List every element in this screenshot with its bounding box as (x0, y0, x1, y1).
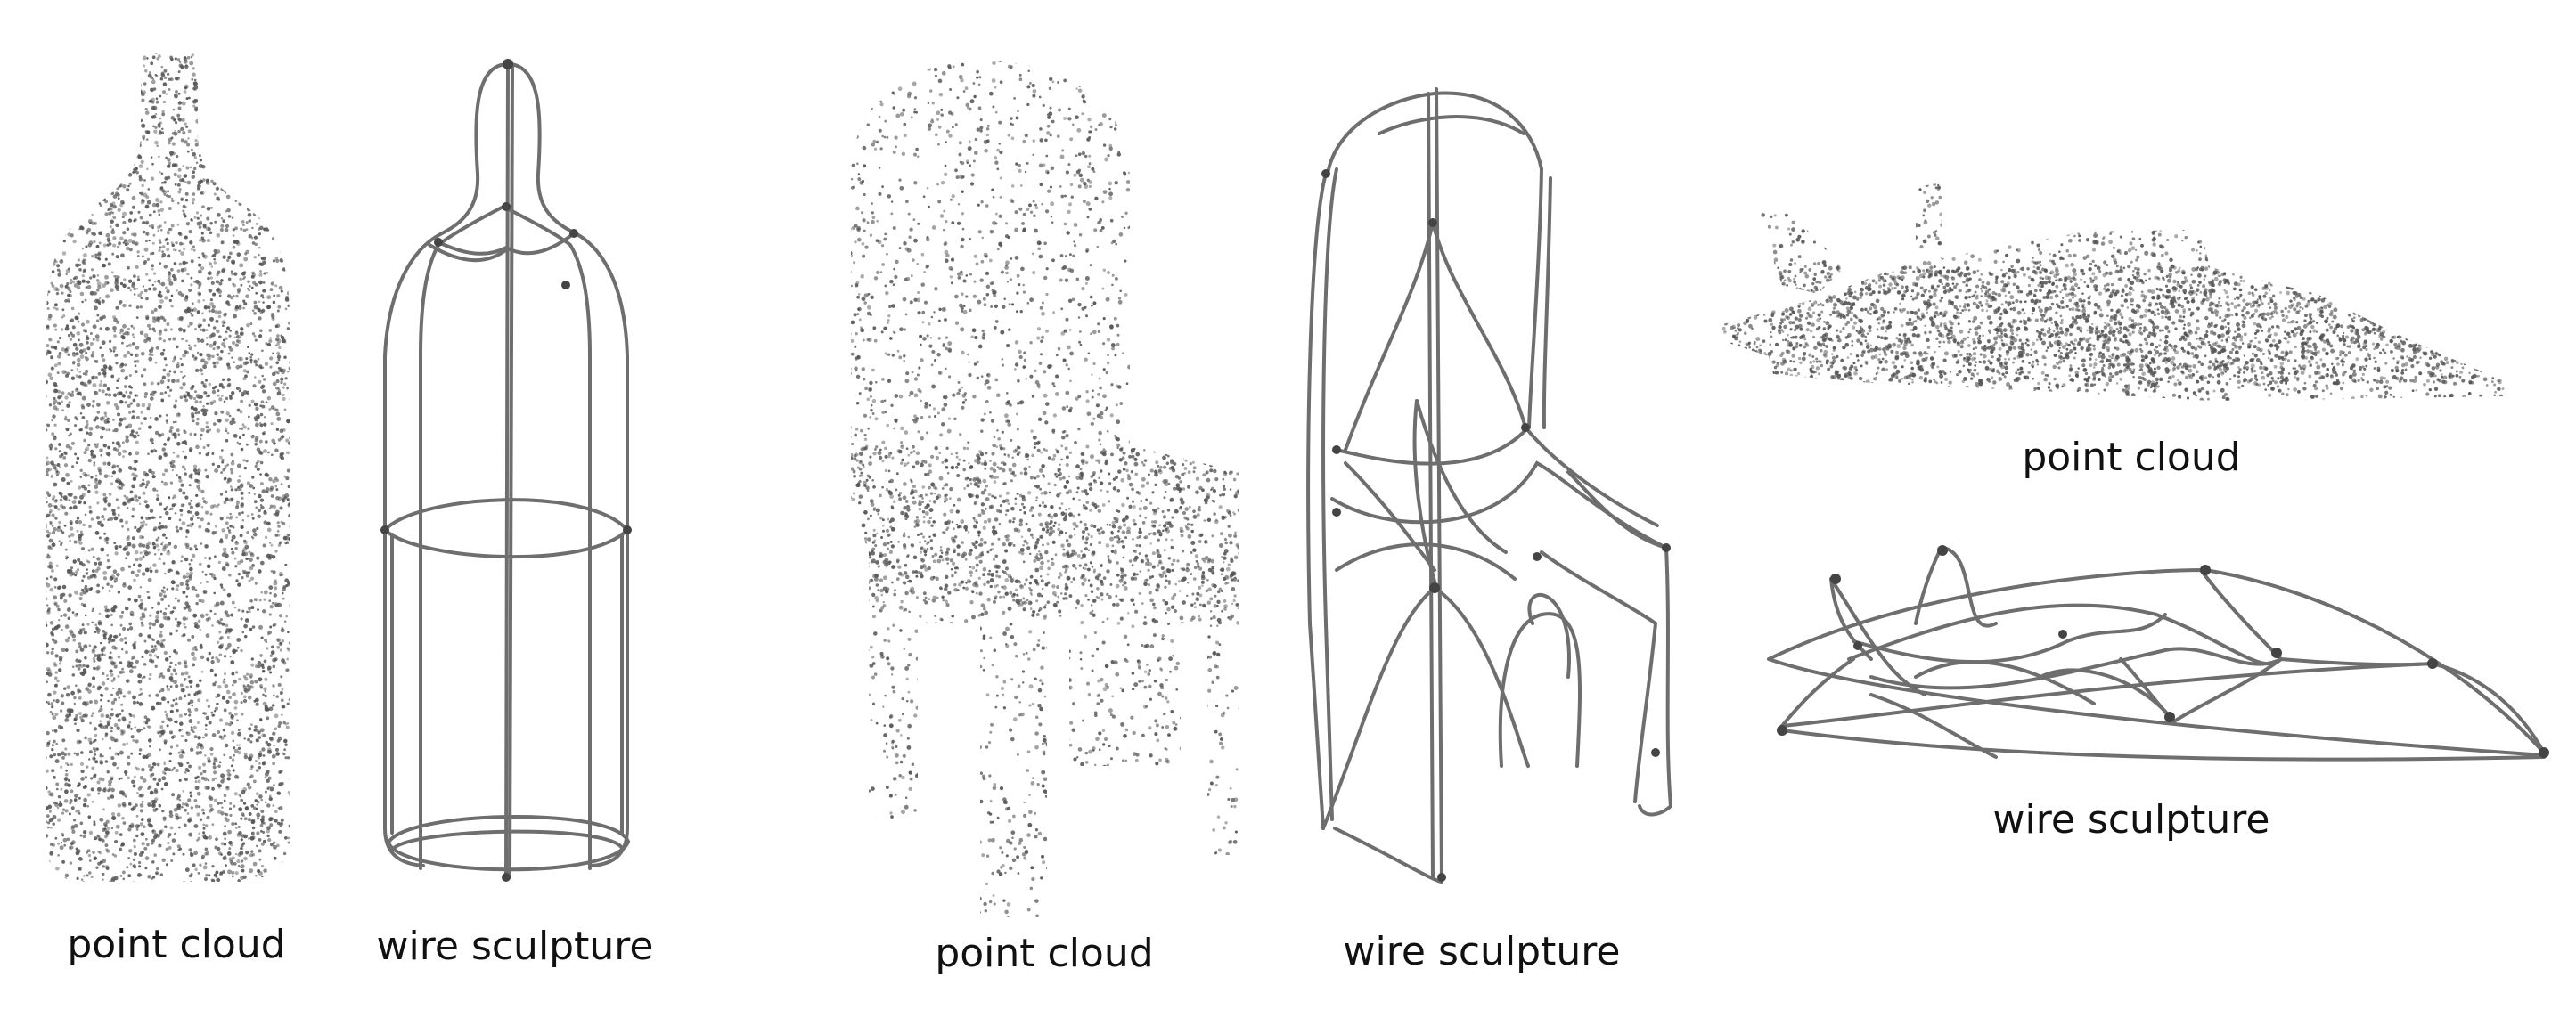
bottle-wire-sculpture (380, 59, 632, 882)
chair-wire-sculpture (1306, 87, 1672, 884)
caption-airplane-point-cloud: point cloud (2022, 435, 2240, 480)
airplane-point-cloud (1720, 183, 2508, 401)
caption-chair-point-cloud: point cloud (935, 931, 1153, 976)
airplane-wire-sculpture (1767, 545, 2549, 762)
caption-bottle-point-cloud: point cloud (67, 922, 285, 967)
chair-point-cloud (851, 61, 1239, 917)
bottle-point-cloud (46, 53, 290, 882)
caption-bottle-wire-sculpture: wire sculpture (377, 924, 654, 969)
caption-airplane-wire-sculpture: wire sculpture (1993, 797, 2270, 843)
caption-chair-wire-sculpture: wire sculpture (1344, 929, 1621, 974)
